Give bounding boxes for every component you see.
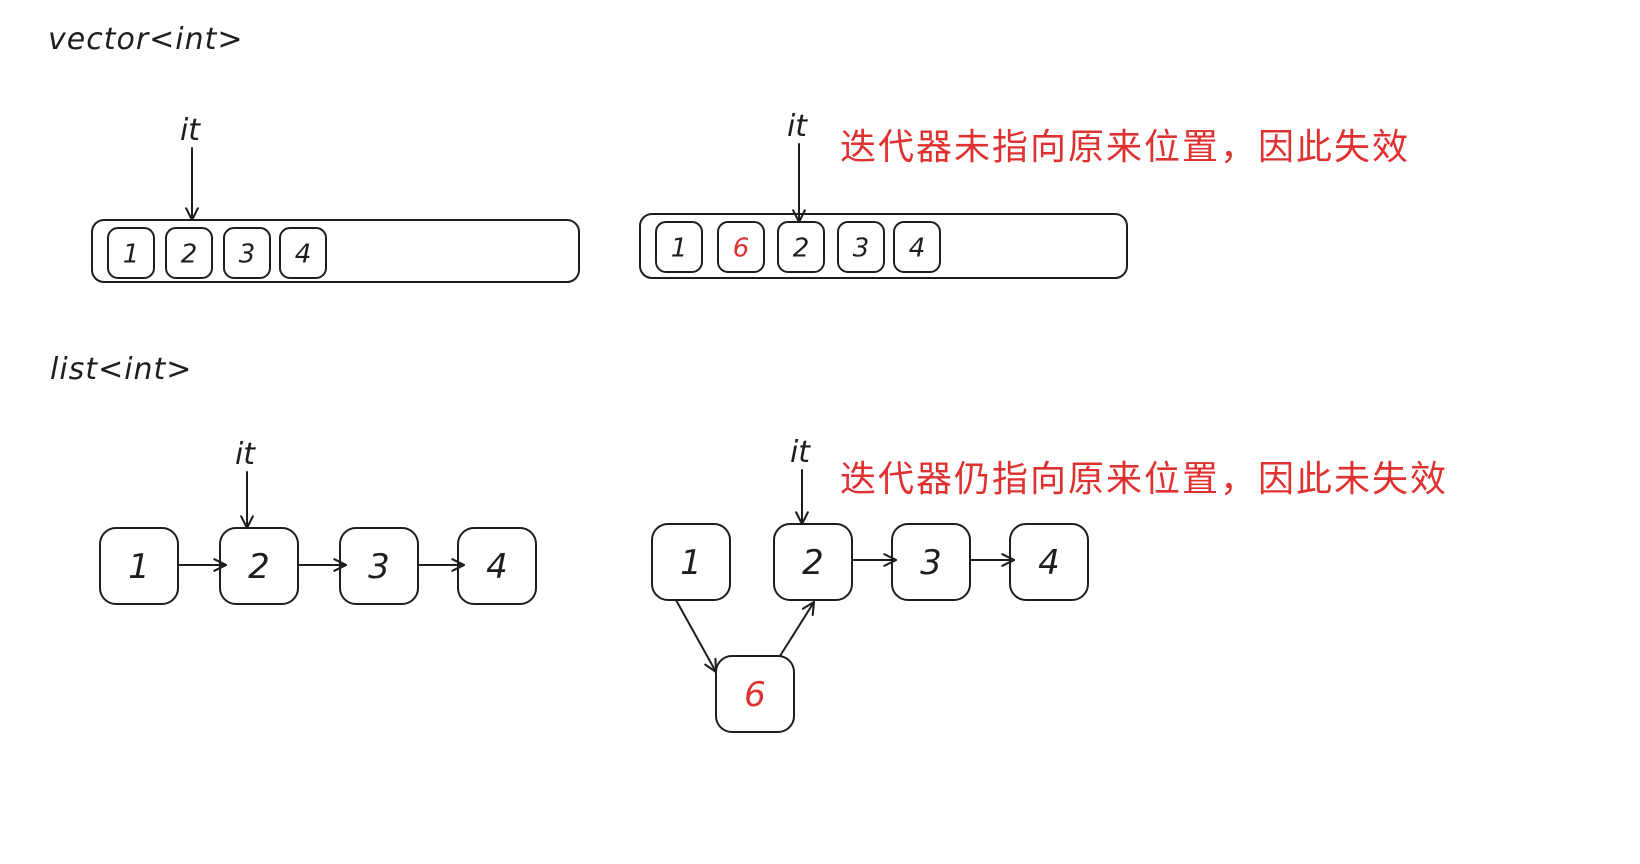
list-after-inserted-node-label: 6 <box>744 675 766 715</box>
list-before-node-2-label: 2 <box>248 547 270 587</box>
list-after-inserted-node-box <box>715 655 795 733</box>
vector-invalidation-note: 迭代器未指向原来位置，因此失效 <box>840 127 1411 168</box>
list-after-node-1-label: 1 <box>680 543 702 583</box>
vector-after-cell-0-1: 1 <box>655 221 703 273</box>
list-after-node-1-box <box>651 523 731 601</box>
list-after-link-1-to-6 <box>675 599 718 674</box>
list-after-iterator-label: it <box>790 435 811 470</box>
vector-after-cell-0-1-box <box>655 221 703 273</box>
list-before-node-3: 3 <box>339 527 419 605</box>
vector-before-cell-1-label: 1 <box>123 239 140 269</box>
vector-after-cell-3-3: 3 <box>837 221 885 273</box>
list-title: list<int> <box>50 352 193 387</box>
vector-before-iterator-label: it <box>180 113 201 148</box>
vector-after-cell-3-3-box <box>837 221 885 273</box>
vector-after-cell-4-4-box <box>893 221 941 273</box>
vector-after-cell-1-6: 6 <box>717 221 765 273</box>
list-after-node-2-label: 2 <box>802 543 824 583</box>
list-after-node-4: 4 <box>1009 523 1089 601</box>
list-after-node-2-box <box>773 523 853 601</box>
list-after-node-3: 3 <box>891 523 971 601</box>
list-after-node-4-label: 4 <box>1038 543 1060 583</box>
vector-before-cell-4-box <box>279 227 327 279</box>
vector-after-cell-4-4: 4 <box>893 221 941 273</box>
vector-before-cell-4: 4 <box>279 227 327 279</box>
list-before-node-4: 4 <box>457 527 537 605</box>
list-before-nodes: 1 2 3 4 <box>99 527 537 605</box>
list-after-inserted-node: 6 <box>715 655 795 733</box>
vector-before-cell-3-box <box>223 227 271 279</box>
list-after-node-3-label: 3 <box>920 543 942 583</box>
vector-after-cell-4-4-label: 4 <box>909 233 926 263</box>
list-after-node-2: 2 <box>773 523 853 601</box>
vector-after-cell-0-1-label: 1 <box>671 233 688 263</box>
vector-after-iterator-label: it <box>787 109 808 144</box>
list-before-node-3-label: 3 <box>368 547 390 587</box>
list-before-iterator-label: it <box>235 437 256 472</box>
vector-after-elements: 1 6 2 3 4 <box>655 221 941 273</box>
vector-before-buffer <box>91 219 580 283</box>
vector-after-cell-1-6-label: 6 <box>733 233 750 263</box>
list-validity-note: 迭代器仍指向原来位置，因此未失效 <box>840 459 1449 500</box>
vector-after-buffer <box>639 213 1128 279</box>
vector-before-cell-3: 3 <box>223 227 271 279</box>
vector-before-cell-4-label: 4 <box>295 239 312 269</box>
list-after-link-6-to-2 <box>779 600 816 657</box>
list-before-node-1: 1 <box>99 527 179 605</box>
vector-before-elements: 1 2 3 4 <box>107 227 327 279</box>
vector-after-cell-3-3-label: 3 <box>853 233 870 263</box>
vector-before-cell-1: 1 <box>107 227 155 279</box>
list-before-node-1-label: 1 <box>128 547 150 587</box>
vector-before-cell-2-box <box>165 227 213 279</box>
iterator-markers: it it it it <box>180 109 811 530</box>
list-after-nodes: 1 2 3 4 6 <box>651 523 1089 733</box>
list-before-node-4-label: 4 <box>486 547 508 587</box>
vector-after-cell-1-6-box <box>717 221 765 273</box>
vector-before-cell-3-label: 3 <box>239 239 256 269</box>
vector-before-cell-2-label: 2 <box>181 239 198 269</box>
vector-before-cell-1-box <box>107 227 155 279</box>
vector-title: vector<int> <box>48 22 244 57</box>
vector-after-cell-2-2-label: 2 <box>793 233 810 263</box>
vector-after-cell-2-2: 2 <box>777 221 825 273</box>
list-after-node-1: 1 <box>651 523 731 601</box>
vector-before-cell-2: 2 <box>165 227 213 279</box>
list-before-node-2: 2 <box>219 527 299 605</box>
